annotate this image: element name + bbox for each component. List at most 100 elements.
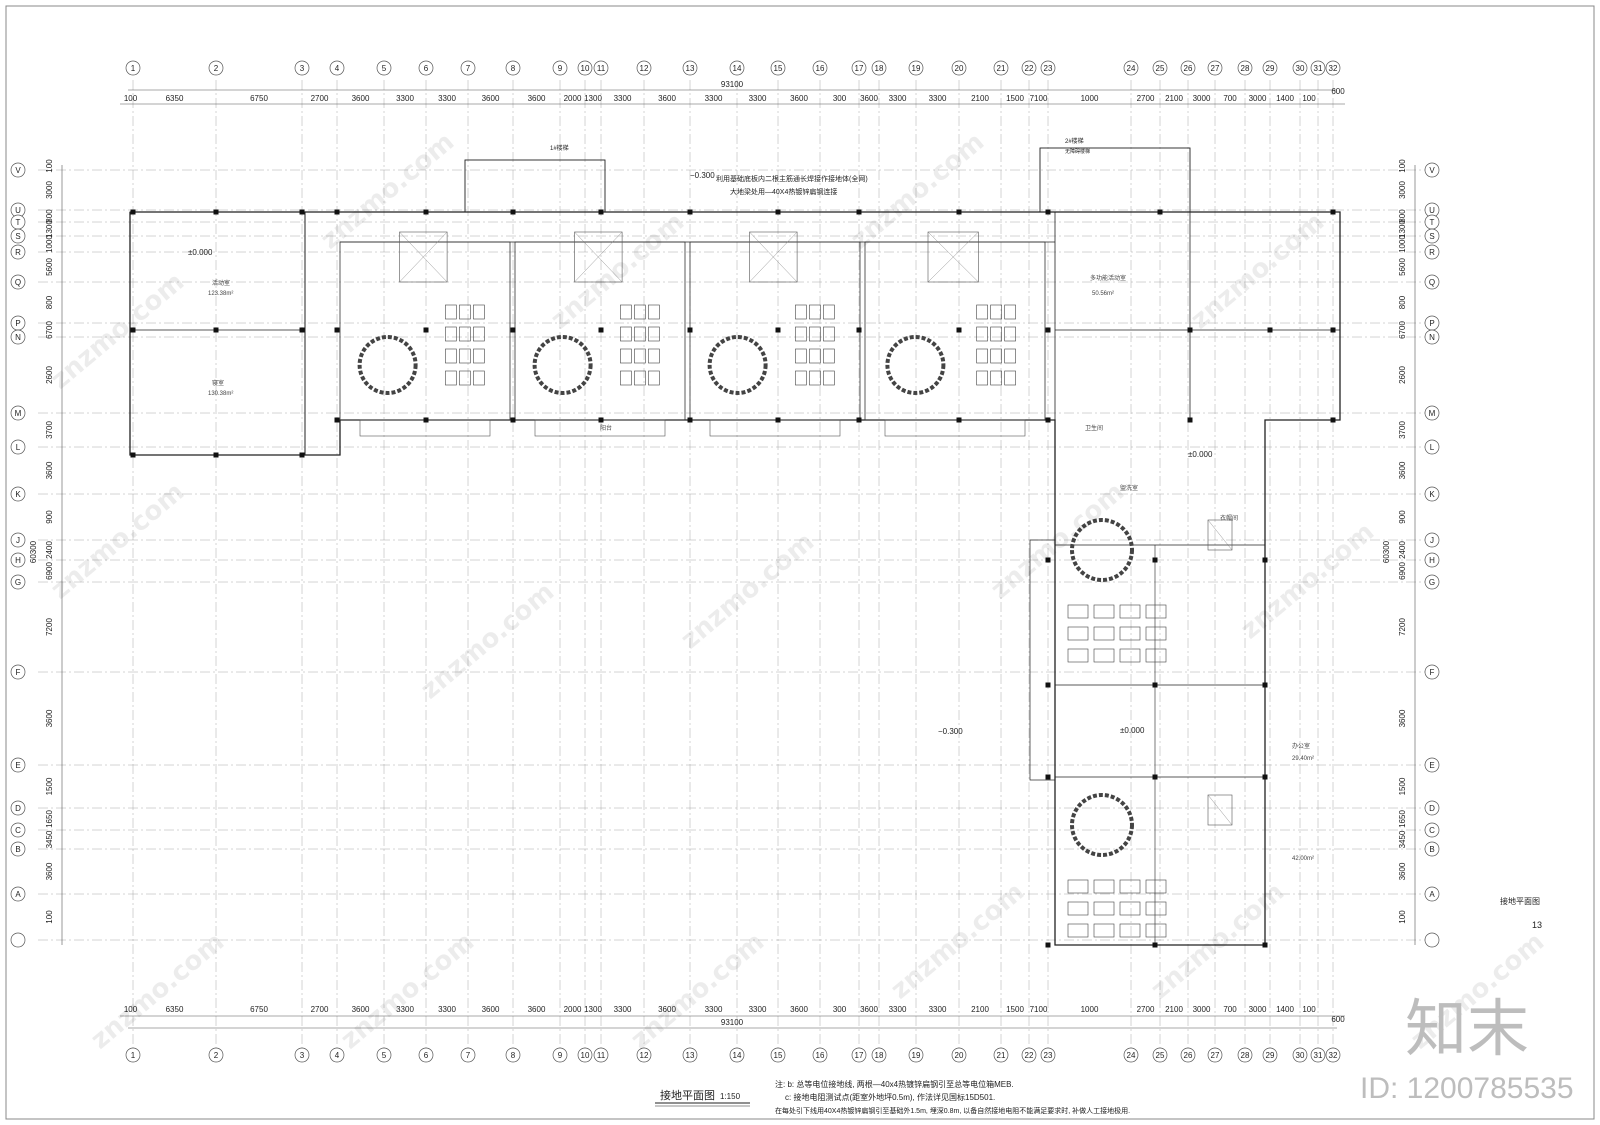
svg-text:1: 1 xyxy=(131,1051,136,1060)
right-dim-9: 3700 xyxy=(1398,421,1407,439)
bottom-dim-3: 2700 xyxy=(311,1005,329,1014)
axis-bubble-top-24: 24 xyxy=(1123,60,1139,76)
svg-text:J: J xyxy=(1430,536,1434,545)
axis-bubble-top-3: 3 xyxy=(294,60,310,76)
column-29 xyxy=(130,452,136,458)
room-label-activity: 活动室 xyxy=(212,279,230,287)
axis-bubble-top-14: 14 xyxy=(729,60,745,76)
axis-bubble-top-17: 17 xyxy=(851,60,867,76)
column-41 xyxy=(1187,417,1193,423)
stair-2-sublabel: 无障碍楼梯 xyxy=(1065,148,1090,155)
right-dim-19: 3600 xyxy=(1398,862,1407,880)
svg-text:25: 25 xyxy=(1156,64,1165,73)
axis-bubble-bottom-20: 20 xyxy=(951,1047,967,1063)
right-dim-17: 1650 xyxy=(1398,810,1407,828)
column-35 xyxy=(598,417,604,423)
bottom-dim-16: 300 xyxy=(833,1005,847,1014)
column-12 xyxy=(1157,209,1163,215)
svg-text:6: 6 xyxy=(424,1051,429,1060)
axis-bubble-bottom-25: 25 xyxy=(1152,1047,1168,1063)
column-47 xyxy=(1152,682,1158,688)
axis-bubble-bottom-32: 32 xyxy=(1325,1047,1341,1063)
column-27 xyxy=(1267,327,1273,333)
axis-bubble-bottom-11: 11 xyxy=(593,1047,609,1063)
bottom-dim-23: 1000 xyxy=(1081,1005,1099,1014)
axis-bubble-bottom-30: 30 xyxy=(1292,1047,1308,1063)
svg-text:6: 6 xyxy=(424,64,429,73)
bottom-dim-30: 100 xyxy=(1302,1005,1316,1014)
svg-text:V: V xyxy=(1429,166,1435,175)
svg-text:B: B xyxy=(1429,845,1434,854)
axis-bubble-top-32: 32 xyxy=(1325,60,1341,76)
svg-text:L: L xyxy=(16,443,21,452)
end-dim-top: 600 xyxy=(1331,87,1345,96)
top-dim-8: 3600 xyxy=(528,94,546,103)
column-14 xyxy=(130,327,136,333)
top-dim-30: 100 xyxy=(1302,94,1316,103)
top-dim-20: 2100 xyxy=(971,94,989,103)
area-label-5: 42.00m² xyxy=(1292,856,1314,862)
elevation-zero-south: ±0.000 xyxy=(1120,726,1145,735)
left-dim-10: 3600 xyxy=(45,461,54,479)
top-dim-5: 3300 xyxy=(396,94,414,103)
ground-note-2: 大地梁处用—40X4热镀锌扁钢连接 xyxy=(730,187,837,196)
axis-bubble-top-22: 22 xyxy=(1021,60,1037,76)
axis-bubble-left-P: P xyxy=(10,315,26,331)
svg-text:32: 32 xyxy=(1329,64,1338,73)
bottom-dim-1: 6350 xyxy=(166,1005,184,1014)
svg-text:30: 30 xyxy=(1296,1051,1305,1060)
svg-text:28: 28 xyxy=(1241,1051,1250,1060)
axis-bubble-top-20: 20 xyxy=(951,60,967,76)
brand-watermark: 知末 xyxy=(1405,992,1529,1065)
site-watermark-9: znzmo.com xyxy=(1235,517,1380,645)
bottom-dim-7: 3600 xyxy=(482,1005,500,1014)
svg-text:H: H xyxy=(15,556,21,565)
title-block: 接地平面图 1:150 注: b: 总等电位接地线, 两根—40x4热镀锌扁钢引… xyxy=(655,896,1542,1115)
top-dim-2: 6750 xyxy=(250,94,268,103)
svg-text:N: N xyxy=(1429,333,1435,342)
overall-width-bottom: 93100 xyxy=(721,1018,744,1027)
svg-text:K: K xyxy=(1429,490,1435,499)
top-dim-14: 3300 xyxy=(749,94,767,103)
axis-bubble-bottom-23: 23 xyxy=(1040,1047,1056,1063)
note-1: 注: b: 总等电位接地线, 两根—40x4热镀锌扁钢引至总等电位箱MEB. xyxy=(775,1079,1014,1089)
id-watermark: ID: 1200785535 xyxy=(1360,1072,1574,1105)
axis-bubble-top-26: 26 xyxy=(1180,60,1196,76)
top-dim-12: 3600 xyxy=(658,94,676,103)
axis-bubble-left-Q: Q xyxy=(10,274,26,290)
right-dim-18: 3450 xyxy=(1398,830,1407,848)
elevation-zero-west: ±0.000 xyxy=(188,248,213,257)
svg-text:29: 29 xyxy=(1266,1051,1275,1060)
right-dim-5: 5600 xyxy=(1398,258,1407,276)
bottom-dim-21: 1500 xyxy=(1006,1005,1024,1014)
svg-text:27: 27 xyxy=(1211,1051,1220,1060)
site-watermark-4: znzmo.com xyxy=(1185,207,1330,335)
column-34 xyxy=(510,417,516,423)
svg-text:19: 19 xyxy=(912,64,921,73)
elevation-zero-east: ±0.000 xyxy=(1188,450,1213,459)
axis-bubble-top-9: 9 xyxy=(552,60,568,76)
svg-text:1: 1 xyxy=(131,64,136,73)
site-watermark-7: znzmo.com xyxy=(675,527,820,655)
area-label-3: 50.56m² xyxy=(1092,291,1114,297)
column-9 xyxy=(856,209,862,215)
column-45 xyxy=(1262,557,1268,563)
svg-text:G: G xyxy=(1429,578,1435,587)
annotations: 利用基础底板内二根主筋通长焊接作接地体(全网) 大地梁处用—40X4热镀锌扁钢连… xyxy=(188,137,1314,862)
axis-bubble-top-25: 25 xyxy=(1152,60,1168,76)
left-dim-18: 3450 xyxy=(45,830,54,848)
site-watermark-10: znzmo.com xyxy=(85,927,230,1055)
axis-bubble-top-30: 30 xyxy=(1292,60,1308,76)
svg-text:19: 19 xyxy=(912,1051,921,1060)
column-7 xyxy=(687,209,693,215)
room-label-sleep: 寝室 xyxy=(212,379,224,387)
axis-bubble-bottom-9: 9 xyxy=(552,1047,568,1063)
right-dim-6: 800 xyxy=(1398,295,1407,309)
column-19 xyxy=(510,327,516,333)
left-dim-15: 3600 xyxy=(45,709,54,727)
area-label-1: 123.38m² xyxy=(208,291,233,297)
left-dim-14: 7200 xyxy=(45,618,54,636)
svg-text:K: K xyxy=(15,490,21,499)
svg-text:29: 29 xyxy=(1266,64,1275,73)
axis-bubble-bottom-6: 6 xyxy=(418,1047,434,1063)
